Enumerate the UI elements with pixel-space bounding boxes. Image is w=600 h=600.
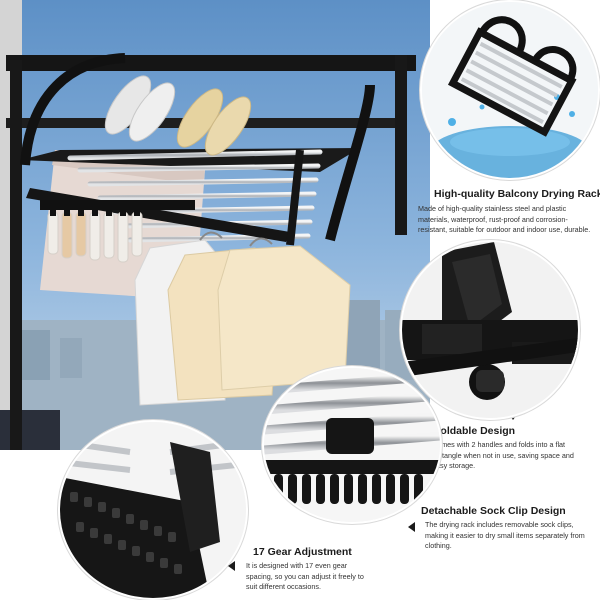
feature-body-foldable: Comes with 2 handles and folds into a fl… [432,440,574,470]
feature-title-gear: 17 Gear Adjustment [253,546,352,558]
waterproof-inset [420,0,600,180]
sock-clip-closeup-icon [264,368,440,522]
gear-adjustment-inset [58,420,248,600]
feature-body-gear: It is designed with 17 even gear spacing… [246,561,364,591]
sock-clip-inset [262,366,442,524]
feature-title-foldable: Foldable Design [434,425,516,437]
feature-body-sock-clip: The drying rack includes removable sock … [425,520,585,550]
feature-title-high-quality: High-quality Balcony Drying Rack [434,188,600,200]
pointer-left-icon [408,522,415,532]
pointer-left-icon [228,561,235,571]
feature-body-high-quality: Made of high-quality stainless steel and… [418,204,591,234]
folded-rack-water-icon [422,2,598,178]
gear-bracket-closeup-icon [60,422,246,598]
feature-title-sock-clip: Detachable Sock Clip Design [421,505,566,517]
